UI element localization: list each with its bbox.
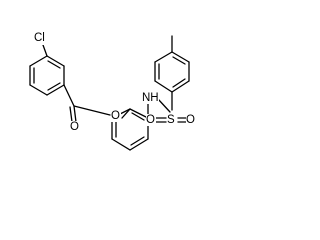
- sulfonyl-group: [155, 91, 187, 123]
- sulfonyl-oxygen-right-label: O: [186, 114, 195, 126]
- sulfonyl-oxygen-left-label: O: [146, 114, 155, 126]
- ester-group: [63, 84, 131, 123]
- carbonyl-oxygen-label: O: [70, 121, 79, 133]
- chlorine-label: Cl: [34, 32, 45, 44]
- tolyl-ring: [154, 51, 190, 93]
- ester-oxygen-label: O: [111, 110, 120, 122]
- chemical-structure-diagram: Cl O O NH S O O: [29, 32, 196, 151]
- chlorophenyl-ring: [29, 55, 65, 96]
- amine-label: NH: [142, 92, 159, 104]
- sulfur-label: S: [167, 114, 175, 126]
- c-cl-bond: [42, 44, 48, 57]
